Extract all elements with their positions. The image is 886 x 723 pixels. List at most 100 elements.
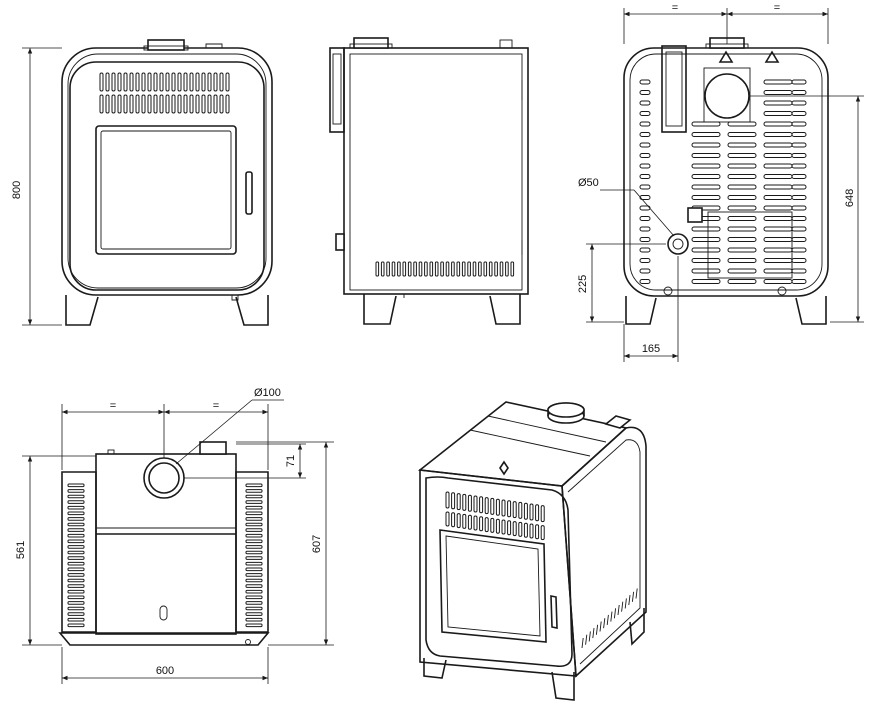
vent-slot <box>183 72 188 92</box>
vent-slot <box>791 268 807 274</box>
vent-slot <box>213 94 218 114</box>
vent-slot <box>639 121 651 127</box>
vent-slot <box>639 111 651 116</box>
vent-slot <box>507 500 512 518</box>
vent-slot <box>639 258 651 263</box>
vent-slot <box>183 94 188 114</box>
vent-slot <box>245 528 263 532</box>
top-view <box>58 441 270 646</box>
vent-slot <box>99 72 104 92</box>
vent-slot <box>484 497 489 515</box>
vent-slot <box>245 511 263 516</box>
vent-slot <box>639 90 651 95</box>
vent-slot <box>245 505 263 510</box>
vent-slot <box>245 589 263 594</box>
vent-slot <box>624 598 627 609</box>
vent-slot <box>129 72 134 92</box>
top-total-depth-label: 607 <box>311 535 323 553</box>
vent-slot <box>207 94 212 114</box>
vent-slot <box>245 578 263 583</box>
vent-slot <box>791 79 807 85</box>
back-vent-grille <box>639 79 807 284</box>
vent-slot <box>245 567 263 572</box>
vent-slot <box>495 518 500 534</box>
vent-slot <box>225 94 230 114</box>
vent-slot <box>499 261 504 277</box>
vent-slot <box>691 163 721 169</box>
vent-slot <box>67 561 85 566</box>
vent-slot <box>225 72 230 92</box>
vent-slot <box>727 132 757 137</box>
vent-slot <box>610 611 613 622</box>
vent-slot <box>518 501 523 519</box>
vent-slot <box>67 505 85 510</box>
vent-slot <box>763 195 793 200</box>
vent-slot <box>631 591 635 602</box>
vent-slot <box>117 72 122 92</box>
vent-slot <box>639 174 651 179</box>
vent-slot <box>213 72 218 92</box>
vent-slot <box>639 226 651 232</box>
vent-slot <box>791 279 807 284</box>
vent-slot <box>67 601 85 605</box>
vent-slot <box>727 258 757 263</box>
vent-slot <box>413 261 417 277</box>
vent-slot <box>445 511 450 527</box>
vent-slot <box>111 94 116 114</box>
vent-slot <box>727 216 757 221</box>
vent-slot <box>171 72 176 92</box>
vent-slot <box>456 493 461 511</box>
side-vent-slots <box>375 261 515 277</box>
vent-slot <box>153 94 158 114</box>
vent-slot <box>67 539 85 544</box>
vent-slot <box>639 153 651 158</box>
vent-slot <box>791 132 807 137</box>
vent-slot <box>727 121 757 127</box>
vent-slot <box>434 261 439 277</box>
vent-slot <box>763 205 793 211</box>
vent-slot <box>535 524 540 540</box>
vent-slot <box>490 517 495 533</box>
vent-slot <box>727 174 757 179</box>
vent-slot <box>791 226 807 232</box>
vent-slot <box>763 268 793 274</box>
vent-slot <box>67 584 85 588</box>
vent-slot <box>407 261 412 277</box>
front-view <box>61 39 273 326</box>
vent-slot <box>165 72 170 92</box>
vent-slot <box>189 94 194 114</box>
top-width-label: 600 <box>156 665 174 677</box>
air-inlet <box>667 233 689 255</box>
vent-slot <box>245 545 263 549</box>
vent-slot <box>105 94 110 114</box>
vent-slot <box>791 153 807 158</box>
vent-slot <box>727 279 757 284</box>
vent-slot <box>105 72 110 92</box>
vent-slot <box>727 184 757 190</box>
vent-slot <box>763 247 793 253</box>
vent-slot <box>523 502 528 520</box>
vent-slot <box>129 94 134 114</box>
vent-slot <box>245 522 263 527</box>
back-equal-right: = <box>774 2 780 14</box>
door-handle <box>245 171 253 215</box>
front-height-dimension: 800 <box>11 47 62 326</box>
vent-slot <box>495 498 500 516</box>
isometric-view <box>417 401 647 701</box>
vent-slot <box>440 261 444 277</box>
vent-slot <box>219 72 224 92</box>
vent-slot <box>791 247 807 253</box>
vent-slot <box>691 279 721 284</box>
vent-slot <box>67 528 85 532</box>
vent-slot <box>621 601 624 612</box>
vent-slot <box>67 623 85 628</box>
vent-slot <box>67 489 85 493</box>
vent-slot <box>763 79 793 85</box>
vent-slot <box>153 72 158 92</box>
vent-slot <box>691 153 721 158</box>
vent-slot <box>691 258 721 263</box>
vent-slot <box>727 247 757 253</box>
vent-slot <box>135 94 140 114</box>
vent-slot <box>585 634 588 645</box>
vent-slot <box>639 247 651 253</box>
